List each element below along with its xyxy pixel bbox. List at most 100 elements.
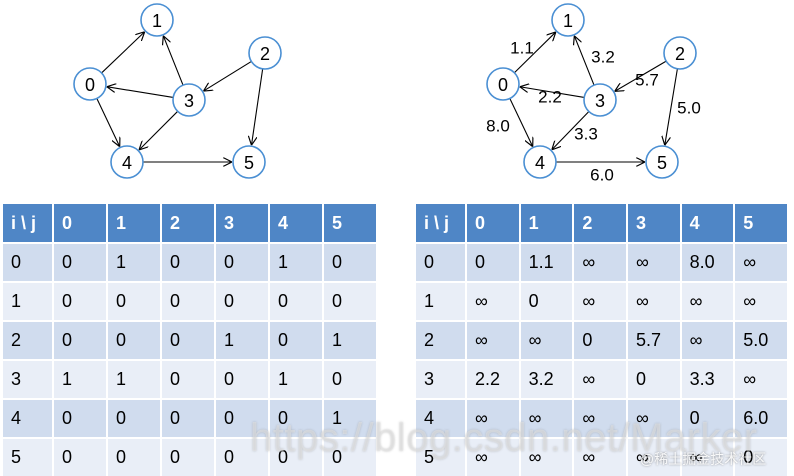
weight-cell: 0 xyxy=(519,281,575,321)
graph-node-2: 2 xyxy=(663,36,697,70)
adjacency-cell: 0 xyxy=(215,242,270,282)
graph-node-4: 4 xyxy=(110,145,144,179)
table-row: 5∞∞∞∞∞0 xyxy=(416,437,789,476)
edge-2-to-3 xyxy=(615,60,667,91)
graph-node-1: 1 xyxy=(140,3,174,37)
weight-header-col-2: 2 xyxy=(573,204,628,243)
edge-3-to-1 xyxy=(163,36,184,86)
edge-3-to-0 xyxy=(520,87,585,98)
adjacency-row-label: 0 xyxy=(3,242,54,282)
weight-cell: ∞ xyxy=(466,398,521,438)
weight-cell: 3.3 xyxy=(680,359,736,399)
weight-cell: ∞ xyxy=(466,281,521,321)
adjacency-cell: 0 xyxy=(269,398,324,438)
table-row: 1∞0∞∞∞∞ xyxy=(416,281,789,321)
adjacency-header-col-1: 1 xyxy=(107,204,162,243)
graph-node-5: 5 xyxy=(645,145,679,179)
svg-text:3: 3 xyxy=(184,91,194,111)
adjacency-cell: 0 xyxy=(107,320,162,360)
weight-header-col-1: 1 xyxy=(519,204,575,243)
weight-row-label: 2 xyxy=(416,320,467,360)
adjacency-cell: 0 xyxy=(161,398,216,438)
adjacency-cell: 0 xyxy=(161,320,216,360)
svg-text:0: 0 xyxy=(498,75,508,95)
weight-header-corner: i \ j xyxy=(416,204,467,243)
weight-row-label: 4 xyxy=(416,398,467,438)
adjacency-row-label: 2 xyxy=(3,320,54,360)
graph-node-5: 5 xyxy=(232,145,266,179)
graph-node-2: 2 xyxy=(248,36,282,70)
svg-text:2: 2 xyxy=(675,44,685,64)
weight-row-label: 3 xyxy=(416,359,467,399)
edge-2-to-3 xyxy=(203,60,252,91)
adjacency-cell: 0 xyxy=(215,359,270,399)
svg-text:5: 5 xyxy=(657,153,667,173)
edge-0-to-4 xyxy=(509,98,533,146)
graph-node-3: 3 xyxy=(583,83,617,117)
weight-row-label: 5 xyxy=(416,437,467,476)
graph-node-1: 1 xyxy=(551,3,585,37)
svg-text:2: 2 xyxy=(260,44,270,64)
adjacency-cell: 1 xyxy=(269,242,324,282)
svg-text:3: 3 xyxy=(595,91,605,111)
weight-cell: ∞ xyxy=(573,437,628,476)
weight-cell: ∞ xyxy=(734,281,789,321)
weight-cell: ∞ xyxy=(573,281,628,321)
weight-cell: 1.1 xyxy=(519,242,575,282)
weight-cell: ∞ xyxy=(466,437,521,476)
weight-cell: 0 xyxy=(626,359,682,399)
edge-3-to-4 xyxy=(139,110,179,150)
adjacency-cell: 1 xyxy=(323,320,378,360)
adjacency-cell: 0 xyxy=(269,437,324,476)
adjacency-cell: 0 xyxy=(215,437,270,476)
graph-node-0: 0 xyxy=(486,67,520,101)
edge-2-to-5 xyxy=(251,68,264,145)
adjacency-cell: 0 xyxy=(161,242,216,282)
adjacency-cell: 1 xyxy=(107,242,162,282)
weight-cell: ∞ xyxy=(519,437,575,476)
adjacency-cell: 0 xyxy=(107,398,162,438)
unweighted-directed-graph: 01 2 3 4 5 xyxy=(73,3,282,179)
edge-weight-2-5: 5.0 xyxy=(677,99,701,118)
adjacency-cell: 0 xyxy=(269,320,324,360)
adjacency-cell: 0 xyxy=(161,359,216,399)
adjacency-cell: 0 xyxy=(53,320,108,360)
svg-text:5: 5 xyxy=(244,153,254,173)
weight-cell: ∞ xyxy=(680,281,736,321)
weight-cell: 0 xyxy=(466,242,521,282)
weight-cell: 5.0 xyxy=(734,320,789,360)
edge-weight-3-1: 3.2 xyxy=(591,48,615,67)
adjacency-cell: 0 xyxy=(323,281,378,321)
adjacency-cell: 1 xyxy=(269,359,324,399)
weight-cell: ∞ xyxy=(734,242,789,282)
graph-node-0: 0 xyxy=(73,67,107,101)
weight-cell: 5.7 xyxy=(626,320,682,360)
weight-cell: 8.0 xyxy=(680,242,736,282)
edge-2-to-5 xyxy=(665,68,678,145)
adjacency-cell: 0 xyxy=(53,398,108,438)
adjacency-cell: 1 xyxy=(53,359,108,399)
adjacency-row-label: 3 xyxy=(3,359,54,399)
adjacency-row-label: 1 xyxy=(3,281,54,321)
weight-cell: ∞ xyxy=(466,320,521,360)
weight-cell: ∞ xyxy=(626,281,682,321)
weight-cell: ∞ xyxy=(519,320,575,360)
adjacency-cell: 0 xyxy=(323,242,378,282)
adjacency-cell: 0 xyxy=(215,398,270,438)
weight-cell: ∞ xyxy=(680,320,736,360)
graph-node-4: 4 xyxy=(523,145,557,179)
weight-cell: ∞ xyxy=(573,242,628,282)
weight-row-label: 1 xyxy=(416,281,467,321)
adjacency-row-label: 4 xyxy=(3,398,54,438)
weight-cell: ∞ xyxy=(626,242,682,282)
weight-header-col-0: 0 xyxy=(466,204,521,243)
